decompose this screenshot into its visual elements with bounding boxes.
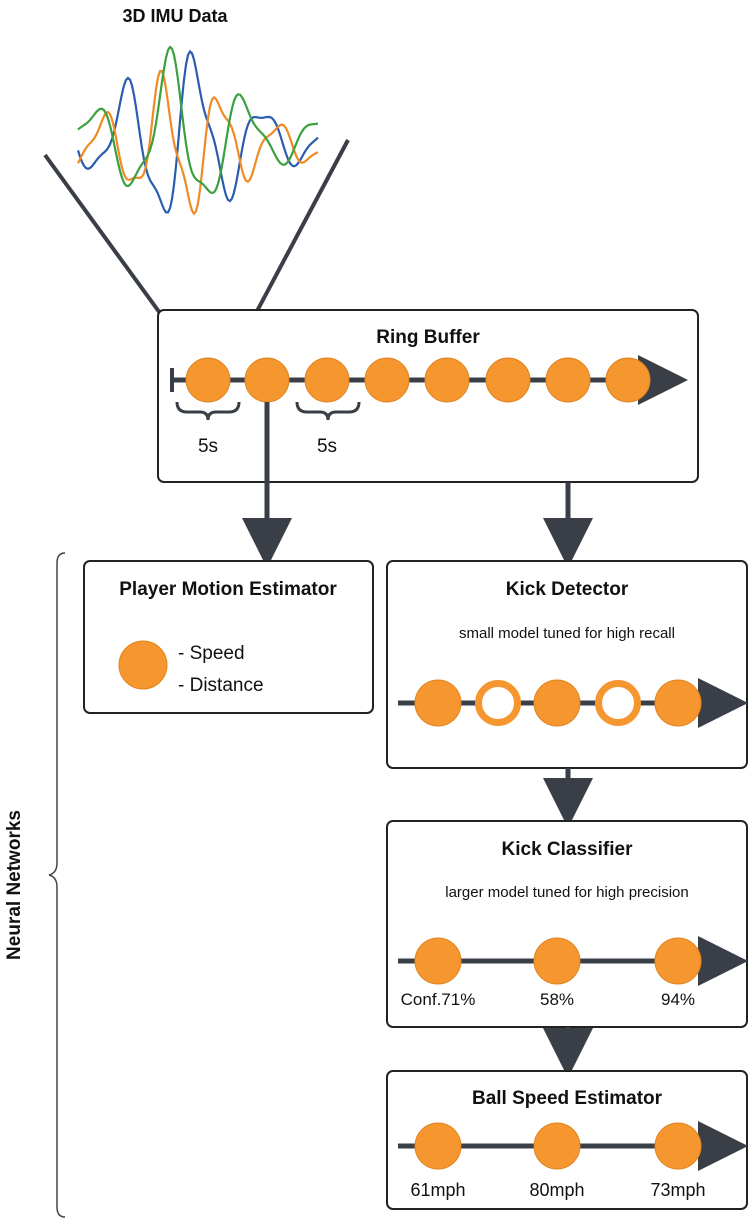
ring-buffer-node-5 (424, 357, 470, 403)
ring-buffer-node-1 (185, 357, 231, 403)
kick-detector-box: Kick Detector small model tuned for high… (386, 560, 748, 769)
kick-detector-node-3 (533, 679, 581, 727)
imu-signal-green (77, 45, 319, 195)
kick-detector-node-5 (654, 679, 702, 727)
ball-speed-node-3 (654, 1122, 702, 1170)
kick-detector-node-4 (595, 680, 641, 726)
player-motion-speed: - Speed (178, 643, 245, 664)
ring-buffer-node-8 (605, 357, 651, 403)
imu-signal-blue (76, 49, 319, 214)
ring-buffer-node-6 (485, 357, 531, 403)
kick-classifier-value-3: 94% (661, 990, 695, 1009)
neural-networks-label: Neural Networks (4, 810, 25, 960)
ball-speed-node-1 (414, 1122, 462, 1170)
kick-classifier-node-1 (414, 937, 462, 985)
window-label-right: 5s (317, 436, 337, 457)
ball-speed-box: Ball Speed Estimator 61mph 80mph 73mph (386, 1070, 748, 1210)
window-label-left: 5s (198, 436, 218, 457)
player-motion-box: Player Motion Estimator - Speed - Distan… (83, 560, 374, 714)
kick-classifier-node-3 (654, 937, 702, 985)
kick-classifier-subtitle: larger model tuned for high precision (445, 884, 688, 901)
kick-detector-nodes (414, 679, 702, 727)
kick-detector-node-1 (414, 679, 462, 727)
kick-detector-node-2 (475, 680, 521, 726)
ball-speed-title: Ball Speed Estimator (472, 1088, 663, 1109)
kick-classifier-value-1: Conf.71% (401, 990, 476, 1009)
kick-classifier-box: Kick Classifier larger model tuned for h… (386, 820, 748, 1028)
imu-title: 3D IMU Data (122, 6, 228, 26)
ring-buffer-box: Ring Buffer 5s 5s (157, 309, 699, 483)
player-motion-node (118, 640, 168, 690)
ball-speed-nodes (414, 1122, 702, 1170)
ring-buffer-node-2 (244, 357, 290, 403)
ring-buffer-node-3 (304, 357, 350, 403)
kick-classifier-nodes (414, 937, 702, 985)
ring-buffer-title: Ring Buffer (376, 327, 480, 348)
kick-classifier-title: Kick Classifier (502, 839, 634, 860)
ball-speed-value-1: 61mph (410, 1180, 465, 1200)
ring-buffer-nodes (185, 357, 651, 403)
ball-speed-value-3: 73mph (650, 1180, 705, 1200)
ball-speed-node-2 (533, 1122, 581, 1170)
ball-speed-value-2: 80mph (529, 1180, 584, 1200)
player-motion-title: Player Motion Estimator (119, 579, 337, 600)
imu-waveform (76, 45, 319, 216)
neural-networks-bracket (48, 552, 66, 1218)
kick-detector-subtitle: small model tuned for high recall (459, 625, 675, 642)
kick-classifier-node-2 (533, 937, 581, 985)
ring-buffer-node-4 (364, 357, 410, 403)
kick-detector-title: Kick Detector (506, 579, 629, 600)
ring-buffer-node-7 (545, 357, 591, 403)
imu-signal-orange (77, 69, 319, 216)
player-motion-distance: - Distance (178, 675, 264, 696)
kick-classifier-value-2: 58% (540, 990, 574, 1009)
window-brace-right (295, 401, 361, 421)
window-brace-left (175, 401, 241, 421)
